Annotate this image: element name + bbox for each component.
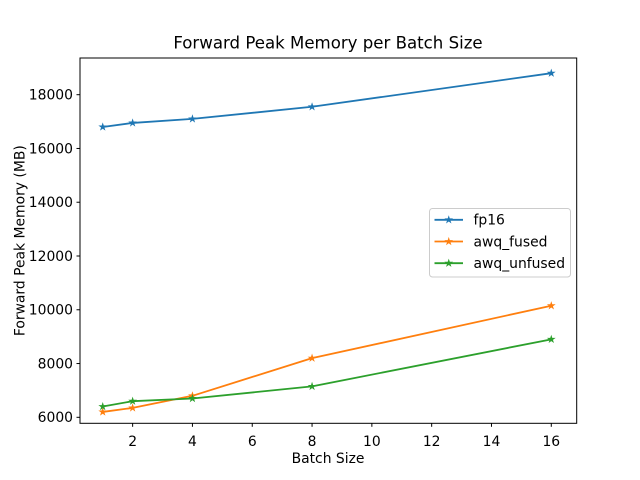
- series-line-fp16: [102, 72, 552, 128]
- legend-marker-awq_fused: [444, 236, 454, 246]
- series-marker-awq_unfused: [128, 396, 138, 405]
- x-tick-label: 12: [423, 434, 441, 450]
- x-tick-label: 10: [363, 434, 381, 450]
- data-series: [98, 68, 556, 416]
- plot-border: [79, 57, 578, 424]
- legend: fp16 awq_fused awq_unfused: [429, 208, 571, 278]
- y-tick-label: 14000: [29, 195, 73, 211]
- y-tick-label: 12000: [29, 249, 73, 265]
- y-tick-label: 8000: [38, 356, 73, 372]
- series-marker-fp16: [128, 118, 138, 127]
- x-tick-label: 8: [308, 434, 317, 450]
- legend-label-fp16: fp16: [474, 213, 505, 229]
- y-tick-label: 10000: [29, 303, 73, 319]
- series-marker-fp16: [546, 68, 556, 77]
- series-marker-awq_unfused: [188, 393, 197, 403]
- chart-title: Forward Peak Memory per Batch Size: [173, 34, 482, 53]
- y-tick-label: 16000: [29, 141, 73, 157]
- legend-marker-fp16: [444, 215, 454, 224]
- y-tick-label: 18000: [29, 88, 73, 104]
- series-line-awq_unfused: [102, 338, 552, 408]
- x-tick-label: 16: [542, 434, 560, 450]
- series-line-awq_fused: [102, 304, 552, 413]
- x-tick-label: 14: [483, 434, 501, 450]
- axes: 2 4 6 8 10 12 14 16 6000 8000 10000 12000 14000 16000…: [29, 57, 578, 450]
- legend-box: [429, 208, 571, 278]
- series-marker-awq_unfused: [98, 401, 108, 411]
- legend-marker-awq_unfused: [444, 258, 454, 267]
- legend-label-awq_fused: awq_fused: [474, 234, 548, 250]
- series-marker-fp16: [98, 122, 108, 131]
- y-axis-label: Forward Peak Memory (MB): [13, 145, 29, 336]
- series-marker-awq_fused: [128, 403, 138, 412]
- series-marker-fp16: [188, 114, 197, 123]
- x-tick-label: 4: [188, 434, 197, 450]
- series-marker-awq_fused: [546, 301, 556, 310]
- legend-label-awq_unfused: awq_unfused: [474, 256, 566, 272]
- y-tick-label: 6000: [38, 410, 73, 426]
- x-tick-label: 2: [128, 434, 137, 450]
- series-marker-awq_fused: [307, 353, 317, 362]
- series-marker-awq_fused: [98, 407, 108, 416]
- series-marker-awq_unfused: [546, 334, 556, 344]
- x-tick-label: 6: [248, 434, 257, 450]
- series-marker-awq_unfused: [307, 381, 317, 391]
- x-axis-label: Batch Size: [292, 451, 365, 467]
- series-marker-fp16: [307, 102, 317, 111]
